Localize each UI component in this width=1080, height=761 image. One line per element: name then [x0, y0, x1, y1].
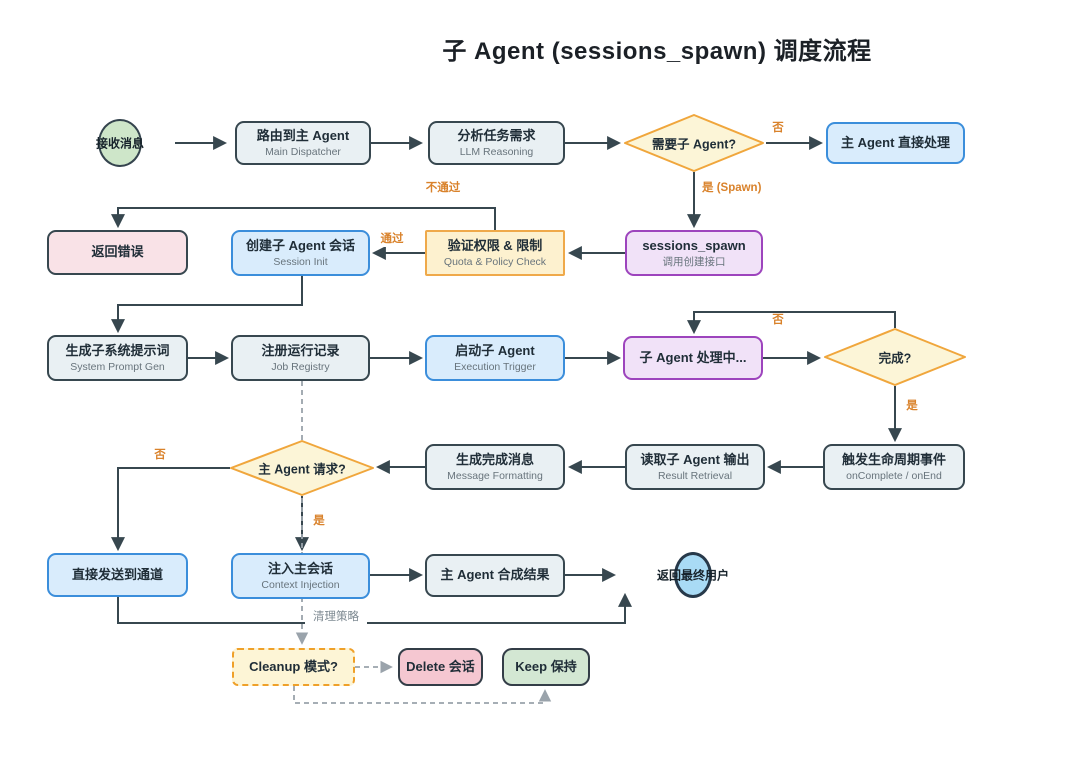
diamond-shape: [230, 440, 374, 496]
edge-cleanup-to-keep-dashed: [293, 686, 552, 704]
end-node: 返回最终用户: [645, 552, 741, 598]
end-label: 返回最终用户: [656, 568, 729, 583]
node-create-sub-session: 创建子 Agent 会话 Session Init: [231, 230, 370, 276]
diamond-shape: [624, 114, 764, 172]
node-label: 生成子系统提示词: [65, 342, 170, 358]
edge-label-yes-spawn: 是 (Spawn): [700, 182, 764, 196]
edge-mainrequest-no-to-channel: [111, 467, 230, 552]
node-label: Cleanup 模式?: [249, 658, 338, 674]
node-inject-main-session: 注入主会话 Context Injection: [231, 553, 370, 599]
node-sub-agent-running: 子 Agent 处理中...: [623, 336, 763, 380]
node-sublabel: Execution Trigger: [454, 360, 536, 373]
edge-label-yes-request: 是: [306, 515, 332, 529]
node-label: 路由到主 Agent: [256, 127, 350, 143]
node-label: 子 Agent 处理中...: [639, 349, 747, 365]
node-system-prompt-gen: 生成子系统提示词 System Prompt Gen: [47, 335, 188, 381]
decision-label: 完成?: [878, 351, 912, 366]
node-label: 主 Agent 直接处理: [840, 134, 951, 150]
node-label: 生成完成消息: [455, 451, 534, 467]
edge-label-cleanup-policy: 清理策略: [305, 611, 367, 625]
node-keep-session: Keep 保持: [502, 648, 590, 686]
node-sublabel: Job Registry: [271, 360, 330, 373]
node-execution-trigger: 启动子 Agent Execution Trigger: [425, 335, 565, 381]
node-label: 验证权限 & 限制: [447, 237, 543, 253]
node-job-registry: 注册运行记录 Job Registry: [231, 335, 370, 381]
node-sublabel: Message Formatting: [447, 469, 543, 482]
edge-done-no-loop: [687, 311, 896, 335]
node-label: Keep 保持: [515, 658, 577, 674]
decision-label: 需要子 Agent?: [651, 137, 737, 152]
node-label: 分析任务需求: [457, 127, 536, 143]
edge-label-pass: 通过: [372, 233, 412, 247]
node-analyze-task: 分析任务需求 LLM Reasoning: [428, 121, 565, 165]
diagram-title: 子 Agent (sessions_spawn) 调度流程: [442, 38, 872, 65]
node-route-to-main-agent: 路由到主 Agent Main Dispatcher: [235, 121, 371, 165]
start-node: 接收消息: [70, 119, 170, 167]
node-return-error: 返回错误: [47, 230, 188, 275]
node-delete-session: Delete 会话: [398, 648, 483, 686]
decision-label: 主 Agent 请求?: [258, 462, 346, 477]
start-label: 接收消息: [95, 136, 144, 151]
edge-channel-to-enduser: [117, 592, 632, 624]
node-sublabel: LLM Reasoning: [459, 145, 534, 158]
node-label: sessions_spawn: [642, 237, 746, 253]
node-read-sub-output: 读取子 Agent 输出 Result Retrieval: [625, 444, 765, 490]
node-sublabel: Main Dispatcher: [265, 145, 341, 158]
node-label: 创建子 Agent 会话: [245, 237, 356, 253]
edge-label-no-needsub: 否: [762, 122, 794, 136]
node-main-agent-synthesize: 主 Agent 合成结果: [425, 554, 565, 597]
node-cleanup-mode: Cleanup 模式?: [232, 648, 355, 686]
decision-main-agent-request: 主 Agent 请求?: [230, 440, 374, 496]
edge-sessioninit-to-promptgen: [111, 276, 303, 334]
decision-need-sub-agent: 需要子 Agent?: [624, 114, 764, 172]
edge-label-fail: 不通过: [414, 182, 472, 196]
edge-label-yes-done: 是: [899, 400, 925, 414]
node-format-message: 生成完成消息 Message Formatting: [425, 444, 565, 490]
decision-done: 完成?: [824, 328, 966, 386]
node-label: 读取子 Agent 输出: [640, 451, 750, 467]
node-label: 注册运行记录: [261, 342, 340, 358]
node-label: 主 Agent 合成结果: [440, 567, 550, 583]
node-label: 直接发送到通道: [71, 566, 163, 582]
edge-label-no-loop: 否: [762, 314, 794, 328]
end-circle: [674, 552, 712, 598]
node-send-to-channel: 直接发送到通道: [47, 553, 188, 597]
edge-label-no-request: 否: [144, 449, 176, 463]
start-circle: [98, 119, 142, 167]
node-sublabel: 调用创建接口: [662, 255, 726, 268]
node-label: 返回错误: [91, 244, 144, 260]
node-sessions-spawn: sessions_spawn 调用创建接口: [625, 230, 763, 276]
node-lifecycle-events: 触发生命周期事件 onComplete / onEnd: [823, 444, 965, 490]
node-label: 启动子 Agent: [455, 342, 535, 358]
node-sublabel: Quota & Policy Check: [443, 255, 547, 268]
node-sublabel: Result Retrieval: [657, 469, 733, 482]
node-label: Delete 会话: [406, 658, 475, 674]
node-label: 注入主会话: [267, 560, 333, 576]
node-sublabel: Context Injection: [261, 578, 340, 591]
diamond-shape: [824, 328, 966, 386]
node-label: 触发生命周期事件: [841, 451, 946, 467]
node-sublabel: System Prompt Gen: [70, 360, 165, 373]
node-sublabel: Session Init: [273, 255, 328, 268]
edge-validate-fail-to-error: [111, 207, 496, 230]
node-sublabel: onComplete / onEnd: [846, 469, 942, 482]
node-validate-quota: 验证权限 & 限制 Quota & Policy Check: [425, 230, 565, 276]
node-main-agent-direct: 主 Agent 直接处理: [826, 122, 965, 164]
